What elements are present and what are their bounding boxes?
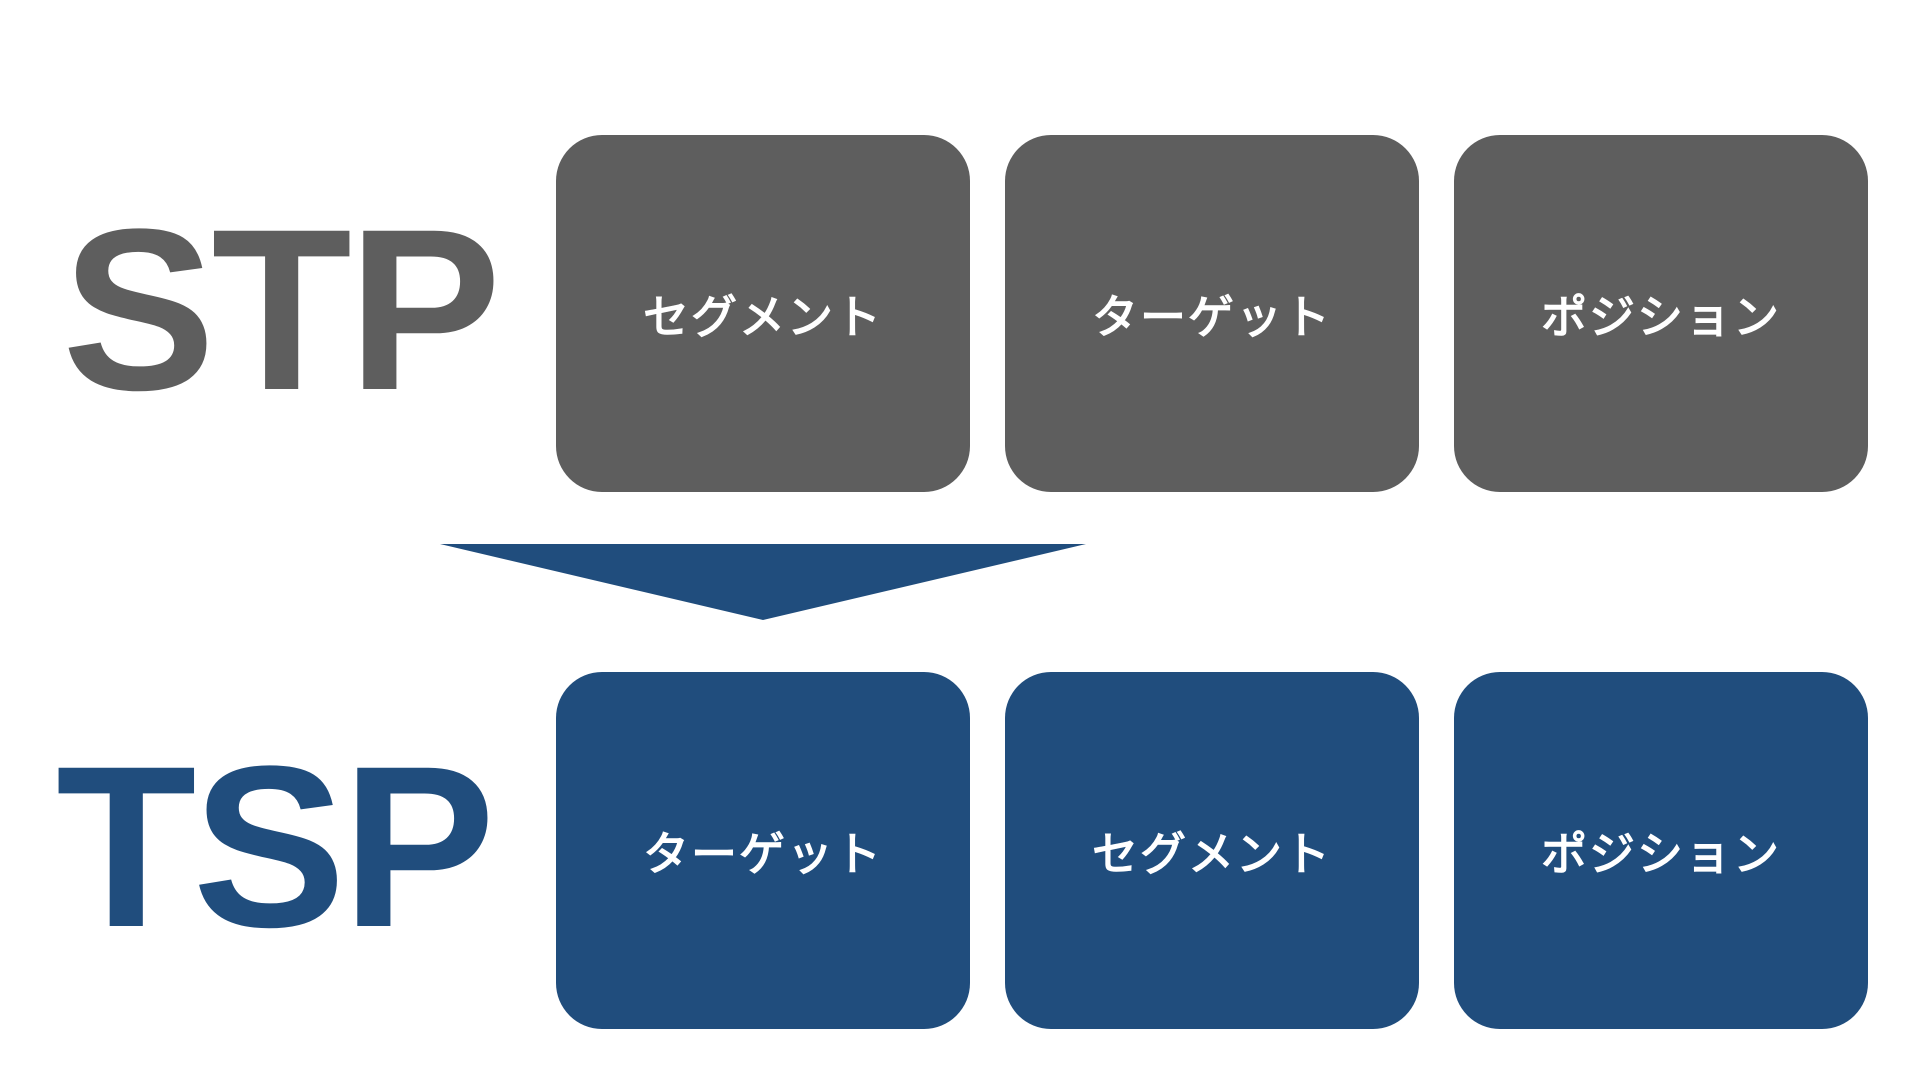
tsp-box-position: ポジション xyxy=(1454,672,1868,1029)
down-arrow-triangle xyxy=(440,544,1086,620)
tsp-box-segment: セグメント xyxy=(1005,672,1419,1029)
arrow-shape xyxy=(440,544,1086,620)
stp-box-segment: セグメント xyxy=(556,135,970,492)
tsp-label: TSP xyxy=(56,718,495,975)
stp-label: STP xyxy=(62,181,501,438)
stp-box-target: ターゲット xyxy=(1005,135,1419,492)
stp-box-position: ポジション xyxy=(1454,135,1868,492)
tsp-box-target: ターゲット xyxy=(556,672,970,1029)
